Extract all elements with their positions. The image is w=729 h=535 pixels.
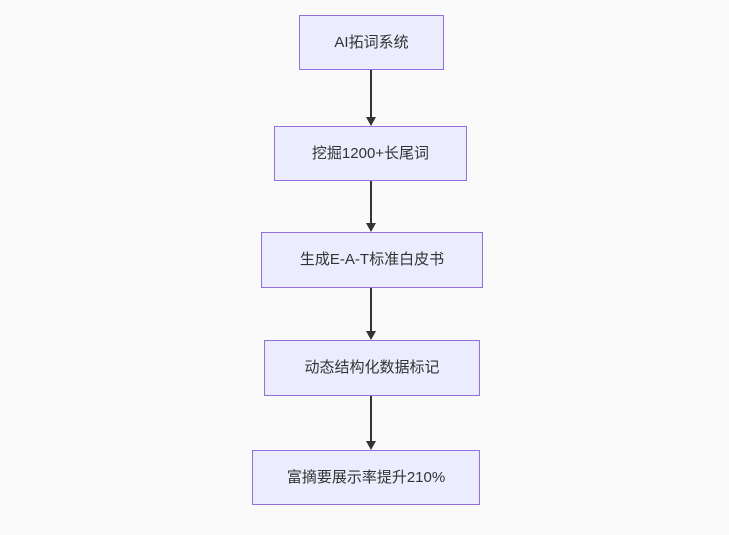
flow-node-label: 挖掘1200+长尾词 xyxy=(311,144,430,162)
flow-node-rich-snippet-rate-increase: 富摘要展示率提升210% xyxy=(252,450,480,505)
flow-arrow-1 xyxy=(364,70,378,126)
flow-arrow-3 xyxy=(364,288,378,340)
flow-node-dynamic-structured-data-markup: 动态结构化数据标记 xyxy=(264,340,480,396)
flow-node-ai-word-expansion-system: AI拓词系统 xyxy=(299,15,444,70)
flow-node-label: 生成E-A-T标准白皮书 xyxy=(299,251,445,268)
arrowhead-down-icon xyxy=(366,223,376,232)
arrowhead-down-icon xyxy=(366,117,376,126)
flow-node-label: 动态结构化数据标记 xyxy=(304,359,440,376)
arrow-stem xyxy=(370,288,372,331)
flow-arrow-2 xyxy=(364,181,378,232)
flow-node-label: 富摘要展示率提升210% xyxy=(286,468,446,486)
arrow-stem xyxy=(370,70,372,117)
arrow-stem xyxy=(370,396,372,441)
arrowhead-down-icon xyxy=(366,331,376,340)
flow-node-label: AI拓词系统 xyxy=(334,33,409,51)
flow-node-generate-eat-whitepaper: 生成E-A-T标准白皮书 xyxy=(261,232,483,288)
flow-node-mine-longtail-keywords: 挖掘1200+长尾词 xyxy=(274,126,467,181)
arrowhead-down-icon xyxy=(366,441,376,450)
arrow-stem xyxy=(370,181,372,223)
flow-arrow-4 xyxy=(364,396,378,450)
